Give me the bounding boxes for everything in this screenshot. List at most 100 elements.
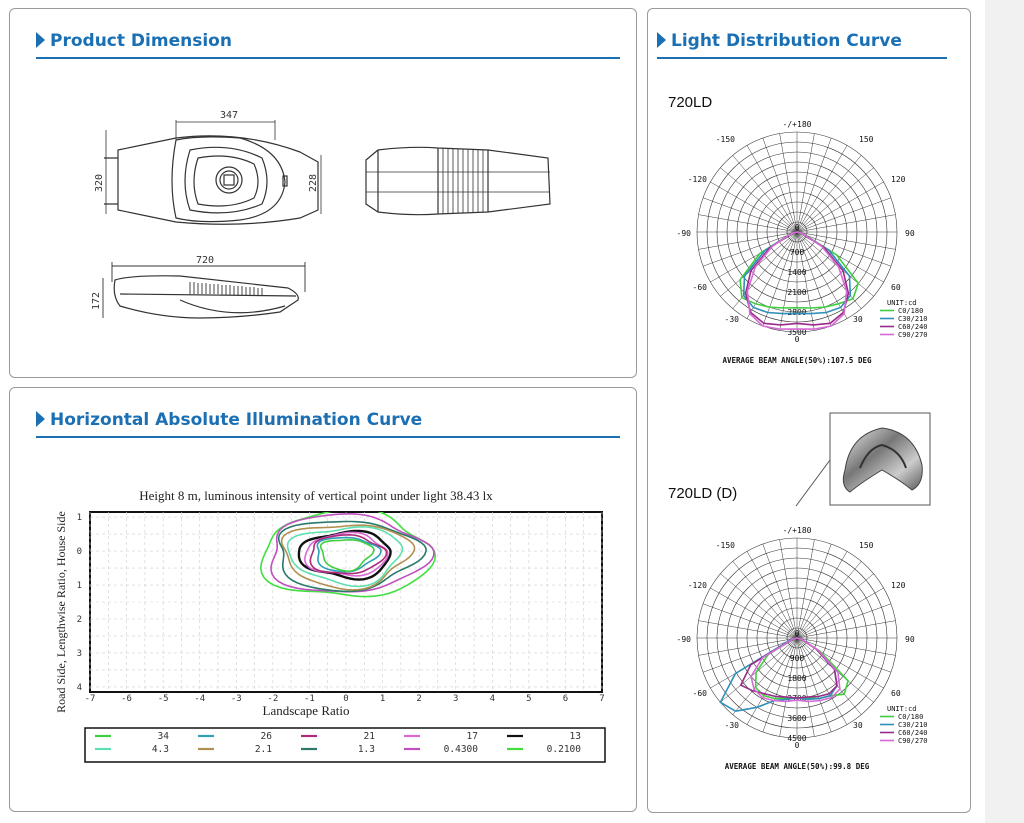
isolux-x-tick: 0 (343, 694, 348, 704)
polar-angle-label: 150 (859, 541, 874, 550)
polar-unit-label: UNIT:cd (887, 705, 917, 713)
polar-spoke (796, 603, 892, 639)
polar-spoke (796, 167, 874, 233)
polar-spoke (796, 145, 848, 233)
isolux-legend-label: 1.3 (358, 744, 375, 755)
polar-spoke (796, 637, 815, 737)
product-dimension-rule (36, 57, 620, 59)
isolux-y-tick: 3 (77, 649, 82, 659)
polar-series-C60-240 (739, 637, 838, 699)
polar-angle-label: -/+180 (783, 120, 812, 129)
polar-spoke (796, 197, 892, 233)
polar-ring-label: 2800 (787, 308, 806, 317)
polar-angle-label: -60 (693, 689, 708, 698)
isolux-title: Height 8 m, luminous intensity of vertic… (139, 488, 493, 503)
dim-length-720: 720 (196, 255, 214, 266)
isolux-x-tick: 1 (380, 694, 385, 704)
isolux-x-tick: -4 (194, 694, 205, 704)
polar-ring-label: 3600 (787, 714, 806, 723)
polar-angle-label: 0 (795, 335, 800, 344)
isolux-contour-26 (316, 536, 382, 573)
polar-spoke (796, 231, 892, 267)
isolux-contour-34 (319, 538, 375, 573)
polar-ring-label: 900 (790, 654, 805, 663)
dimension-drawing: 347 320 228 720 172 (91, 110, 551, 319)
polar-spoke (796, 133, 815, 233)
isolux-legend-label: 17 (467, 731, 478, 742)
polar-footer: AVERAGE BEAM ANGLE(50%):99.8 DEG (725, 762, 870, 771)
polar-spoke (779, 637, 798, 737)
polar-angle-label: -/+180 (783, 526, 812, 535)
isolux-x-tick: -6 (121, 694, 132, 704)
polar-series-C90-270 (750, 637, 841, 703)
polar-legend-label: C30/210 (898, 315, 928, 323)
polar-angle-label: -120 (688, 581, 707, 590)
isolux-legend-label: 34 (158, 731, 170, 742)
polar-spoke (702, 197, 798, 233)
polar-spoke (779, 539, 798, 639)
polar-angle-label: -150 (716, 541, 735, 550)
polar-spoke (796, 181, 884, 233)
polar-ring-label: 3500 (787, 328, 806, 337)
polar-spoke (796, 543, 832, 639)
light-distribution-title: Light Distribution Curve (671, 31, 902, 51)
polar-spoke (732, 637, 798, 715)
product-dimension-title: Product Dimension (50, 31, 232, 51)
polar-ring-label: 700 (790, 248, 805, 257)
polar-legend-label: C30/210 (898, 721, 928, 729)
polar-spoke (746, 551, 798, 639)
polar-spoke (796, 637, 896, 656)
isolux-contour-17 (304, 531, 389, 577)
light-distribution-heading: Light Distribution Curve (657, 31, 902, 51)
polar-angle-label: -150 (716, 135, 735, 144)
isolux-legend-label: 13 (570, 731, 581, 742)
polar-spoke (746, 145, 798, 233)
polar-ring-label: 0 (795, 223, 800, 232)
polar-angle-label: 0 (795, 741, 800, 750)
polar-legend-label: C60/240 (898, 323, 928, 331)
polar-legend-label: C90/270 (898, 331, 928, 339)
illumination-title: Horizontal Absolute Illumination Curve (50, 410, 423, 430)
isolux-x-tick: -3 (231, 694, 242, 704)
polar-spoke (796, 155, 862, 233)
polar-spoke (746, 637, 798, 725)
isolux-x-tick: 4 (490, 694, 495, 704)
isolux-contour-21 (309, 533, 388, 575)
polar-spoke (796, 214, 896, 233)
polar-spoke (702, 603, 798, 639)
polar-ring-label: 1800 (787, 674, 806, 683)
polar-angle-label: -30 (725, 721, 740, 730)
polar-spoke (796, 587, 884, 639)
polar-spoke (779, 133, 798, 233)
top-view-outline (117, 135, 319, 225)
isolux-chart: Height 8 m, luminous intensity of vertic… (54, 488, 606, 763)
polar-spoke (720, 167, 798, 233)
isolux-x-tick: -7 (85, 694, 96, 704)
polar-angle-label: -120 (688, 175, 707, 184)
isolux-legend-label: 0.2100 (547, 744, 582, 755)
polar-spoke (698, 214, 798, 233)
polar-spoke (796, 231, 832, 327)
isolux-x-tick: 3 (453, 694, 458, 704)
polar-spoke (796, 539, 815, 639)
polar-spoke (796, 637, 862, 715)
polar-spoke (796, 637, 848, 725)
isolux-contour-13 (297, 529, 392, 581)
polar-spoke (732, 561, 798, 639)
polar-footer: AVERAGE BEAM ANGLE(50%):107.5 DEG (722, 356, 871, 365)
section-arrow-icon (36, 32, 45, 48)
polar-legend-label: C0/180 (898, 713, 923, 721)
polar-legend-label: C0/180 (898, 307, 923, 315)
polar-angle-label: -30 (725, 315, 740, 324)
isolux-x-tick: -5 (158, 694, 169, 704)
polar-series-C0-180 (739, 231, 860, 309)
polar-ring-label: 1400 (787, 268, 806, 277)
dim-width-347: 347 (220, 110, 238, 121)
isolux-legend-label: 2.1 (255, 744, 272, 755)
isolux-x-tick: 2 (416, 694, 421, 704)
isolux-legend-label: 0.4300 (444, 744, 479, 755)
polar-angle-label: 90 (905, 635, 915, 644)
polar-series-C90-270 (746, 231, 848, 330)
polar-spoke (698, 620, 798, 639)
